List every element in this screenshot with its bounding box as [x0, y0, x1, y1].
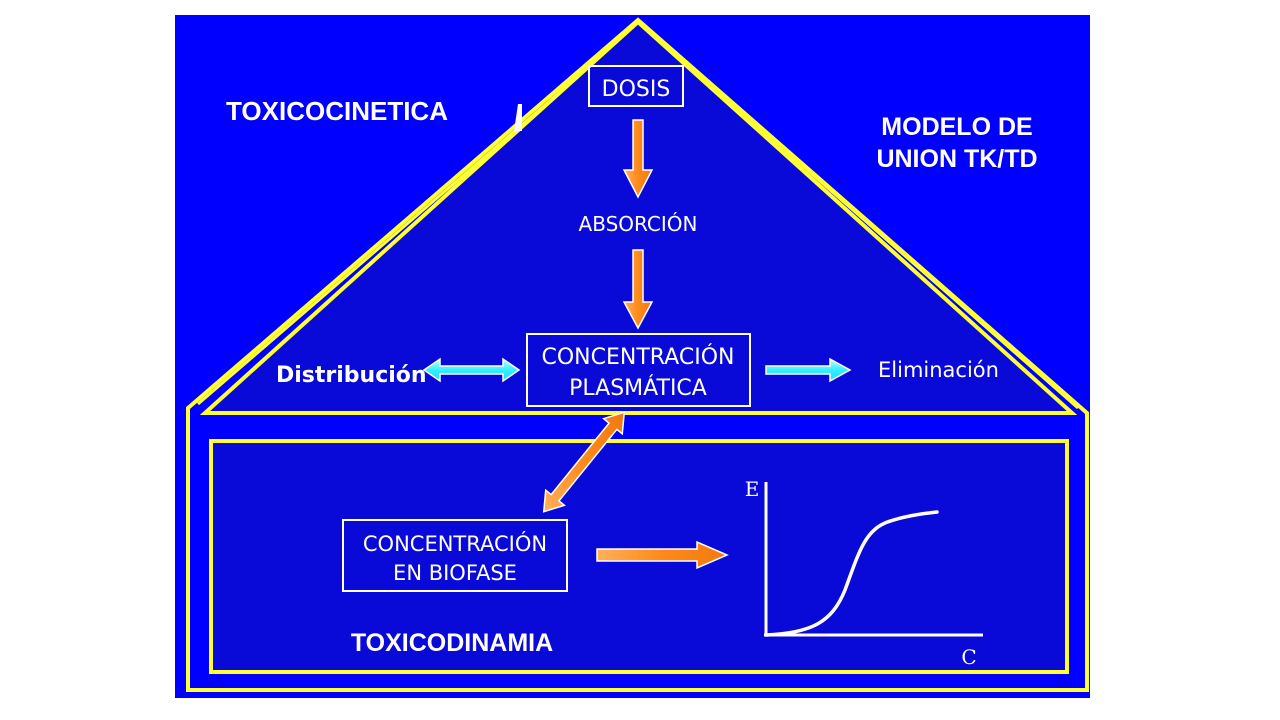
arrow-plasma-biofase: [542, 411, 626, 513]
title-toxicodinamia: TOXICODINAMIA: [351, 629, 553, 657]
biofase-concentration-line2: EN BIOFASE: [393, 561, 517, 585]
biofase-concentration-box: [342, 519, 568, 592]
toxicokinetics-triangle: [199, 19, 1078, 415]
graph-y-label: E: [745, 477, 760, 501]
title-notch: [514, 104, 522, 131]
effect-concentration-graph: E C: [745, 477, 983, 669]
graph-sigmoid-curve: [764, 510, 939, 637]
biofase-concentration-line1: CONCENTRACIÓN: [363, 531, 547, 556]
plasma-concentration-line2: PLASMÁTICA: [569, 375, 707, 401]
graph-x-label: C: [961, 645, 976, 669]
eliminacion-label: Eliminación: [878, 358, 999, 382]
title-toxicocinetica: TOXICOCINETICA: [226, 96, 448, 126]
title-modelo-line2: UNION TK/TD: [876, 145, 1037, 173]
house-outline: [186, 17, 1089, 692]
plasma-concentration-line1: CONCENTRACIÓN: [542, 344, 735, 370]
arrow-dosis-absorcion: [622, 119, 654, 199]
arrow-absorcion-plasma: [622, 249, 654, 330]
plasma-concentration-box: [526, 333, 751, 407]
arrow-biofase-graph: [596, 540, 729, 570]
dosis-label: DOSIS: [602, 77, 671, 102]
title-modelo-line1: MODELO DE: [881, 113, 1032, 141]
house-outline-inner-right: [645, 26, 1079, 410]
arrow-eliminacion: [765, 357, 852, 383]
absorcion-label: ABSORCIÓN: [579, 212, 698, 236]
arrow-distribucion: [422, 357, 521, 383]
dosis-box: [588, 65, 684, 107]
distribucion-label: Distribución: [276, 363, 427, 388]
